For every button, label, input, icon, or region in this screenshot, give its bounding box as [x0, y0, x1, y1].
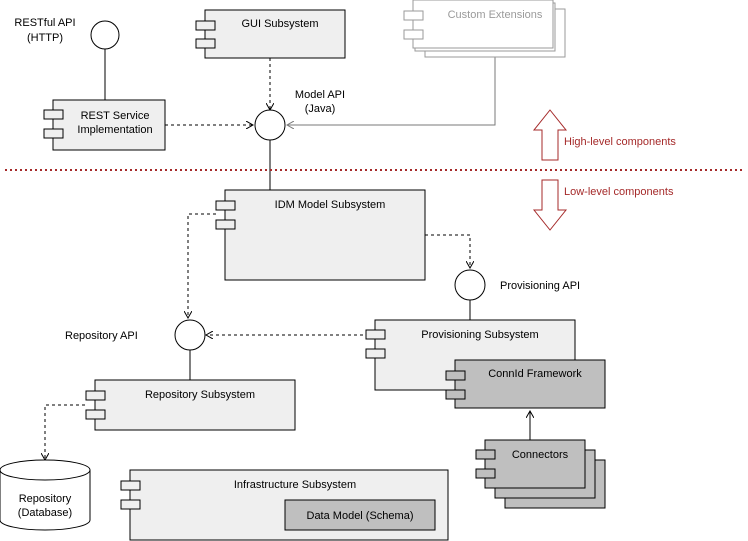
- repository-database: Repository (Database): [0, 459, 91, 531]
- idm-to-repository-api: [188, 213, 216, 318]
- arrow-down-icon: [532, 179, 568, 231]
- extensions-to-model-api: [287, 42, 496, 125]
- idm-to-provisioning-api: [425, 234, 470, 268]
- repository-to-db: [45, 404, 85, 460]
- component-tab-icon: [475, 468, 496, 479]
- restful-api: RESTful API (HTTP): [14, 17, 120, 50]
- infrastructure-subsystem-label: Infrastructure Subsystem: [234, 479, 356, 491]
- provisioning-subsystem-label: Provisioning Subsystem: [421, 329, 538, 341]
- rest-service-label-2: Implementation: [77, 124, 152, 136]
- component-tab-icon: [120, 480, 141, 491]
- component-tab-icon: [403, 29, 424, 40]
- component-tab-icon: [85, 390, 106, 401]
- connectors-box: [484, 439, 586, 489]
- arrow-up-icon: [532, 109, 568, 161]
- repository-subsystem-box: [94, 379, 296, 431]
- provisioning-api: Provisioning API: [454, 269, 580, 301]
- database-top-icon: [0, 459, 91, 481]
- connectors-component: Connectors: [475, 439, 606, 509]
- model-api: Model API (Java): [254, 89, 345, 141]
- provisioning-api-interface-icon: [454, 269, 486, 301]
- component-tab-icon: [43, 109, 64, 120]
- custom-extensions-box: [412, 0, 554, 49]
- database-icon: [0, 470, 91, 531]
- idm-model-label: IDM Model Subsystem: [275, 199, 386, 211]
- repository-subsystem-component: Repository Subsystem: [85, 379, 296, 431]
- connid-framework-label: ConnId Framework: [488, 368, 582, 380]
- gui-subsystem-label: GUI Subsystem: [241, 18, 318, 30]
- infrastructure-subsystem-component: Infrastructure Subsystem Data Model (Sch…: [120, 469, 449, 541]
- low-level-label: Low-level components: [564, 186, 674, 198]
- gui-subsystem-component: GUI Subsystem: [195, 9, 346, 59]
- idm-model-box: [224, 189, 426, 281]
- data-model-label: Data Model (Schema): [307, 510, 414, 522]
- custom-extensions-component: Custom Extensions: [403, 0, 566, 58]
- restful-api-interface-icon: [90, 20, 120, 50]
- connid-framework-box: [454, 359, 606, 409]
- provisioning-api-label: Provisioning API: [500, 280, 580, 292]
- component-tab-icon: [403, 10, 424, 21]
- component-tab-icon: [365, 348, 386, 359]
- restful-api-label-1: RESTful API: [14, 17, 75, 29]
- component-tab-icon: [475, 449, 496, 460]
- repository-db-label-2: (Database): [18, 507, 72, 519]
- repository-api-interface-icon: [174, 319, 206, 351]
- idm-model-component: IDM Model Subsystem: [215, 189, 426, 281]
- high-level-label: High-level components: [564, 136, 676, 148]
- connectors-label: Connectors: [512, 449, 569, 461]
- repository-api: Repository API: [65, 319, 206, 351]
- repository-subsystem-label: Repository Subsystem: [145, 389, 255, 401]
- repository-db-label-1: Repository: [19, 493, 72, 505]
- model-api-label-2: (Java): [305, 103, 336, 115]
- restful-api-label-2: (HTTP): [27, 32, 63, 44]
- gui-subsystem-box: [204, 9, 346, 59]
- connid-framework-component: ConnId Framework: [445, 359, 606, 409]
- component-tab-icon: [365, 329, 386, 340]
- component-tab-icon: [215, 200, 236, 211]
- component-tab-icon: [85, 409, 106, 420]
- repository-api-label: Repository API: [65, 330, 138, 342]
- model-api-label-1: Model API: [295, 89, 345, 101]
- layer-separator: High-level components Low-level componen…: [5, 109, 745, 231]
- component-tab-icon: [43, 128, 64, 139]
- data-model-box: [284, 499, 436, 531]
- rest-service-component: REST Service Implementation: [43, 99, 166, 151]
- rest-service-box: [52, 99, 166, 151]
- component-tab-icon: [195, 20, 216, 31]
- connectors: [45, 42, 530, 460]
- component-tab-icon: [120, 499, 141, 510]
- component-tab-icon: [195, 38, 216, 49]
- rest-service-label-1: REST Service: [81, 110, 150, 122]
- model-api-interface-icon: [254, 109, 286, 141]
- component-tab-icon: [215, 219, 236, 230]
- component-tab-icon: [445, 370, 466, 381]
- custom-extensions-label: Custom Extensions: [448, 9, 543, 21]
- component-tab-icon: [445, 389, 466, 400]
